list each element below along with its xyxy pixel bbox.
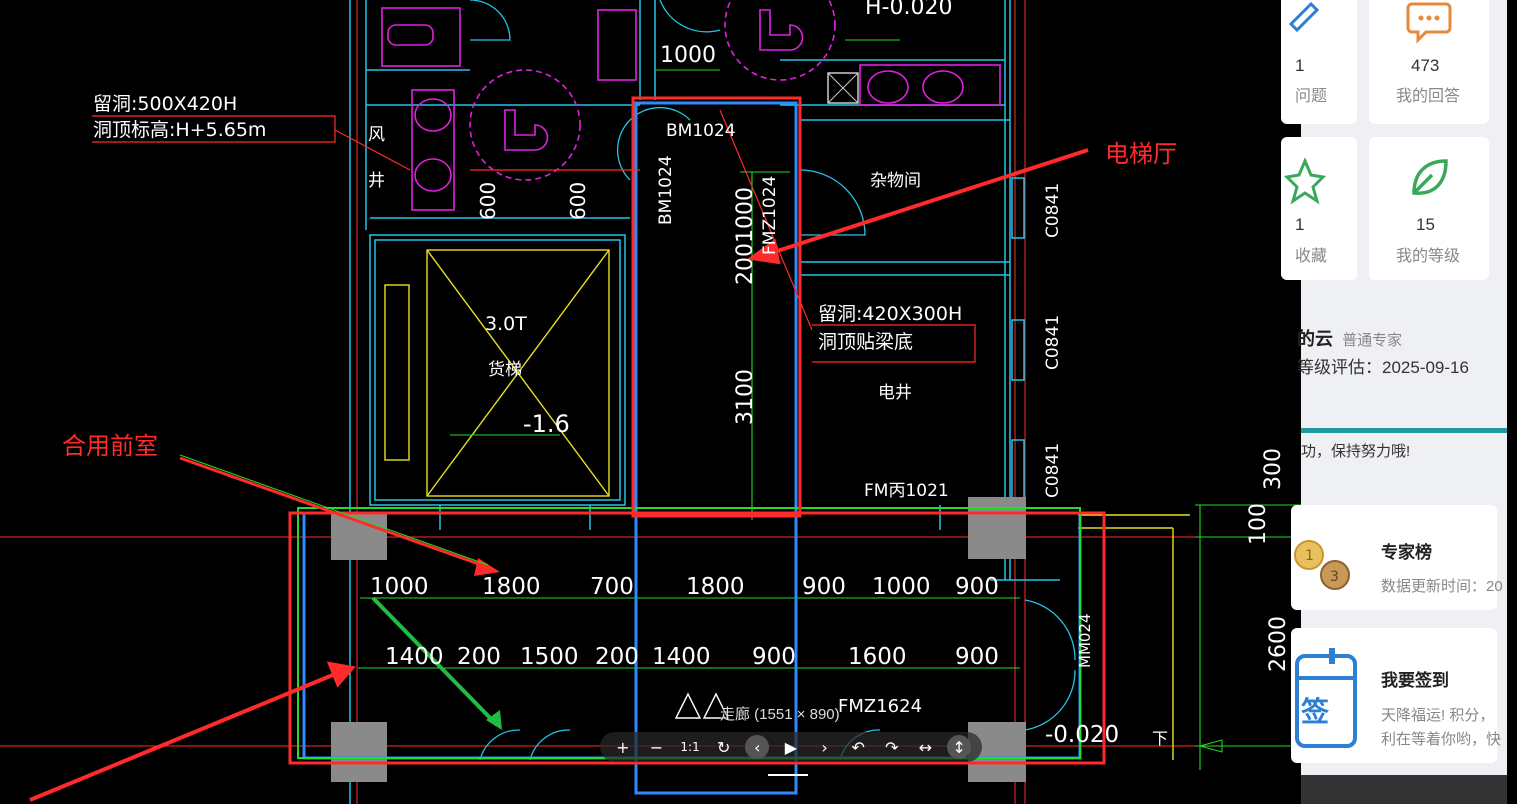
label-elevator-hall: 电梯厅 (1105, 140, 1177, 168)
cad-dim-3100: 3100 (733, 369, 758, 425)
cad-level-top: H-0.020 (865, 0, 952, 20)
signin-line1: 天降福运! 积分， (1381, 707, 1495, 724)
signin-title: 我要签到 (1381, 671, 1449, 690)
reset-button[interactable]: ↻ (716, 737, 731, 757)
cad-dim-1000-top: 1000 (660, 43, 716, 68)
calendar-signin-icon (1295, 648, 1357, 748)
cad-row1-dim-5: 1000 (872, 574, 931, 600)
cad-storage: 杂物间 (870, 171, 921, 191)
stat-level-count: 15 (1416, 215, 1435, 234)
cad-row1-dim-6: 900 (955, 574, 999, 600)
cad-elec-shaft: 电井 (878, 383, 912, 403)
leaf-icon (1412, 159, 1448, 195)
cad-row2-dim-6: 1600 (848, 644, 907, 670)
prev-image-button[interactable]: ‹ (745, 735, 770, 759)
cad-bm1024-h: BM1024 (666, 121, 736, 141)
user-info: 的云 普通专家 (1297, 325, 1517, 351)
level-progress-bar (1301, 428, 1507, 433)
cad-drawing-canvas: 留洞:500X420H 洞顶标高:H+5.65m 风 井 600 600 100… (0, 0, 1301, 804)
stat-card-favorites[interactable]: 1 收藏 (1281, 137, 1357, 280)
cad-row2-dim-5: 900 (752, 644, 796, 670)
panel-bottom-bar (1301, 775, 1507, 804)
cad-fmz1024: FMZ1024 (760, 176, 780, 255)
cad-c0841-c: C0841 (1043, 443, 1063, 498)
svg-text:1: 1 (1305, 548, 1314, 564)
zoom-out-button[interactable]: − (649, 737, 664, 757)
rotate-right-button[interactable]: ↷ (885, 737, 899, 757)
user-name[interactable]: 的云 (1297, 329, 1333, 349)
stat-questions-label: 问题 (1295, 88, 1328, 105)
cad-mm024: MM024 (1076, 613, 1094, 668)
expert-rank-card[interactable]: 3 1 专家榜 数据更新时间：20 (1291, 505, 1503, 610)
cad-row1-dim-0: 1000 (370, 574, 429, 600)
cad-dim-2001000: 2001000 (733, 187, 758, 285)
flip-vertical-button[interactable]: ↕ (947, 735, 972, 759)
stat-answers-label: 我的回答 (1396, 88, 1461, 105)
medal-icon: 3 1 (1294, 540, 1350, 590)
cad-dim-600b: 600 (566, 182, 590, 220)
svg-text:3: 3 (1330, 569, 1339, 585)
stat-card-level[interactable]: 15 我的等级 (1369, 137, 1489, 280)
cad-row2-dim-0: 1400 (385, 644, 444, 670)
cad-c0841-a: C0841 (1043, 183, 1063, 238)
cad-lift-capacity: 3.0T (485, 313, 527, 335)
level-eval-date: 等级评估：2025-09-16 (1297, 358, 1469, 377)
cad-hole1-line1: 留洞:500X420H (93, 93, 237, 115)
cad-lift-name: 货梯 (488, 360, 522, 380)
cad-row2-dim-3: 200 (595, 644, 639, 670)
cad-wind-shaft-2: 井 (368, 171, 385, 191)
edit-icon (1288, 1, 1320, 33)
expert-rank-updated: 数据更新时间：20 (1381, 578, 1503, 595)
stat-card-answers[interactable]: 473 我的回答 (1369, 0, 1489, 124)
flip-horizontal-button[interactable]: ↔ (918, 737, 933, 757)
rotate-left-button[interactable]: ↶ (851, 737, 865, 757)
comment-icon (1406, 2, 1452, 44)
cad-dim-600a: 600 (476, 182, 500, 220)
cad-fm1021: FM丙1021 (864, 481, 949, 501)
play-slideshow-button[interactable]: ▶ (784, 737, 798, 757)
signin-card[interactable]: 签 我要签到 天降福运! 积分， 利在等着你哟，快 (1291, 628, 1501, 763)
cad-row2-dim-2: 1500 (520, 644, 579, 670)
zoom-in-button[interactable]: + (616, 737, 630, 757)
viewer-image-caption: 走廊 (1551 × 890) (720, 706, 840, 723)
expert-rank-title: 专家榜 (1381, 543, 1432, 562)
cad-hole2-line1: 留洞:420X300H (818, 303, 962, 325)
cad-dim-100: 100 (1246, 503, 1271, 545)
signin-icon-text: 签 (1301, 695, 1330, 728)
stat-level-label: 我的等级 (1396, 248, 1461, 265)
cad-row2-dim-7: 900 (955, 644, 999, 670)
cad-down-mark: 下 (1152, 729, 1168, 748)
cad-hole2-line2: 洞顶贴梁底 (818, 331, 913, 353)
profile-side-panel: 1 问题 473 我的回答 1 收藏 15 我的等级 的云 普通专家 等级评估：… (1281, 0, 1507, 804)
star-icon (1283, 157, 1327, 205)
stat-answers-count: 473 (1411, 56, 1440, 75)
cad-row1-dim-2: 700 (590, 574, 634, 600)
cad-row1-dim-4: 900 (802, 574, 846, 600)
actual-size-button[interactable]: 1:1 (680, 740, 700, 754)
label-shared-anteroom: 合用前室 (62, 432, 158, 460)
user-role-badge: 普通专家 (1342, 332, 1403, 349)
cad-row1-dim-1: 1800 (482, 574, 541, 600)
stat-questions-count: 1 (1295, 56, 1305, 75)
encourage-text: 功，保持努力哦! (1301, 443, 1411, 460)
stat-favorites-count: 1 (1295, 215, 1305, 234)
cad-wind-shaft-1: 风 (368, 125, 385, 145)
cad-row2-dim-1: 200 (457, 644, 501, 670)
cad-bm1024-v: BM1024 (656, 155, 676, 225)
warning-icon (674, 692, 730, 719)
cad-row1-dim-3: 1800 (686, 574, 745, 600)
next-image-button[interactable]: › (821, 737, 828, 757)
cad-fmz1624: FMZ1624 (838, 696, 922, 717)
cad-row2-dim-4: 1400 (652, 644, 711, 670)
cad-c0841-b: C0841 (1043, 315, 1063, 370)
signin-line2: 利在等着你哟，快 (1381, 731, 1502, 748)
stat-card-questions[interactable]: 1 问题 (1281, 0, 1357, 124)
cad-hole1-line2: 洞顶标高:H+5.65m (93, 119, 266, 141)
cad-lift-level: -1.6 (523, 410, 570, 438)
cad-dim-2600: 2600 (1266, 616, 1291, 672)
cad-dim-300: 300 (1261, 448, 1286, 490)
cad-level-bottom: -0.020 (1045, 722, 1119, 748)
stat-favorites-label: 收藏 (1295, 248, 1328, 265)
image-viewer-toolbar: + − 1:1 ↻ ‹ ▶ › ↶ ↷ ↔ ↕ (600, 732, 982, 762)
